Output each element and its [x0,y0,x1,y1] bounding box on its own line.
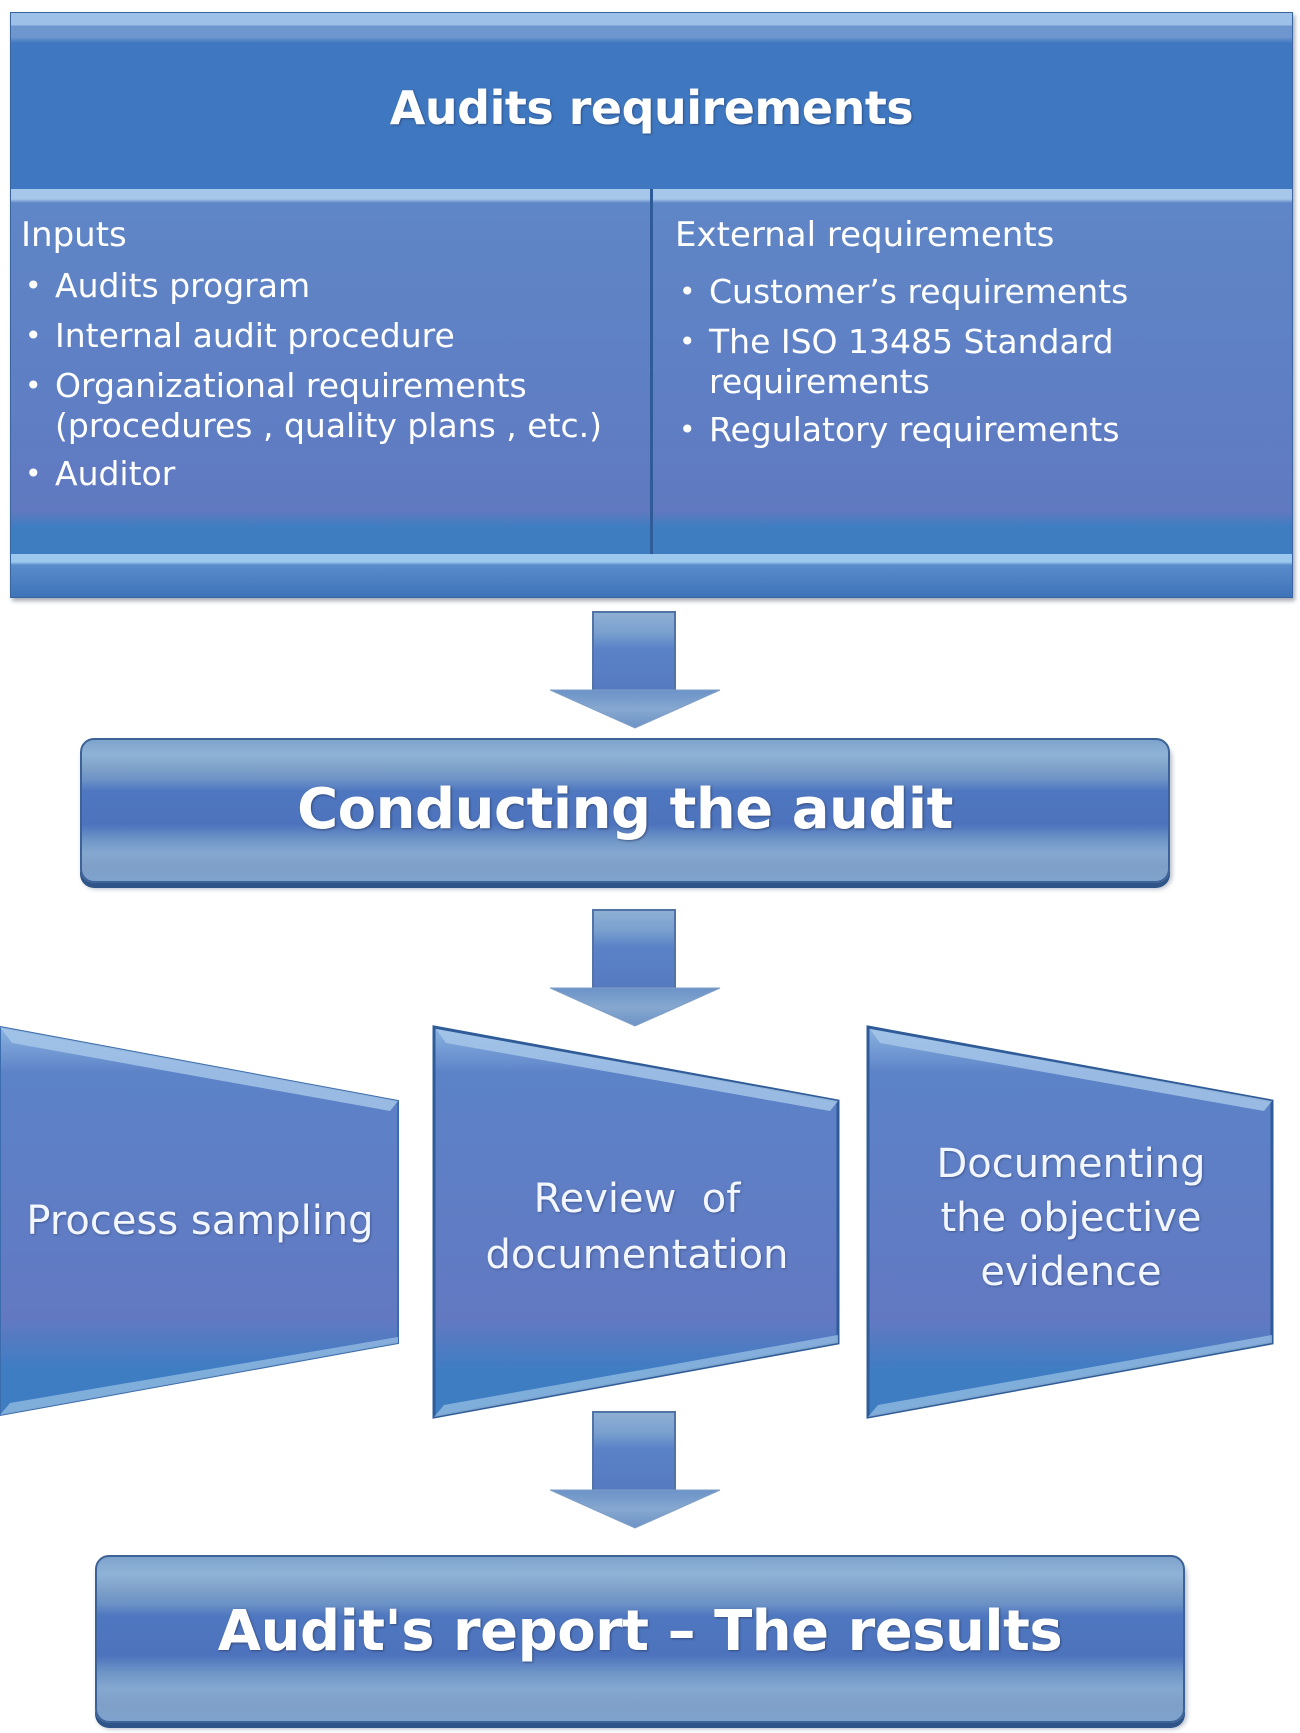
bullet-icon: • [679,325,696,358]
audits-requirements-box: Audits requirements Inputs •Audits progr… [10,12,1293,598]
list-item: •Internal audit procedure [21,311,602,361]
list-item-continuation: requirements [709,362,930,401]
bullet-icon: • [679,275,696,308]
inputs-heading: Inputs [21,215,127,255]
list-item: •Customer’s requirements [675,267,1128,317]
step-review-documentation: Review of documentation [432,1025,842,1425]
review-documentation-label: Review of documentation [485,1176,789,1278]
down-arrow-icon [550,611,721,729]
list-item: •Regulatory requirements [675,405,1128,455]
audits-requirements-header: Audits requirements [11,13,1292,189]
list-item-continuation: (procedures , quality plans , etc.) [55,406,603,445]
down-arrow-icon [550,1411,721,1529]
bullet-icon: • [25,319,42,352]
process-sampling-label: Process sampling [26,1198,374,1244]
documenting-evidence-label: Documenting the objective evidence [936,1141,1206,1295]
conducting-audit-stage: Conducting the audit [80,738,1170,883]
conducting-audit-label: Conducting the audit [297,777,953,842]
list-item: •Audits program [21,261,602,311]
step-documenting-evidence: Documenting the objective evidence [866,1025,1276,1425]
bullet-icon: • [25,457,42,490]
audits-requirements-title: Audits requirements [389,81,914,135]
bullet-icon: • [25,369,42,402]
bullet-icon: • [25,269,42,302]
audits-requirements-footer [11,554,1292,597]
external-requirements-heading: External requirements [675,215,1055,255]
trapezoid-shape [432,1025,840,1419]
trapezoid-shape [866,1025,1274,1419]
audit-report-stage: Audit's report – The results [95,1555,1185,1723]
list-item: •Organizational requirements(procedures … [21,361,602,447]
trapezoid-shape [0,1025,399,1417]
list-item: •Auditor [21,449,602,499]
inputs-list: •Audits program •Internal audit procedur… [21,261,602,499]
step-process-sampling: Process sampling [0,1025,400,1425]
inputs-panel: Inputs •Audits program •Internal audit p… [11,189,653,556]
bullet-icon: • [679,413,696,446]
down-arrow-icon [550,909,721,1027]
external-requirements-panel: External requirements •Customer’s requir… [653,189,1292,556]
external-requirements-list: •Customer’s requirements •The ISO 13485 … [675,267,1128,455]
audit-report-label: Audit's report – The results [217,1599,1063,1664]
